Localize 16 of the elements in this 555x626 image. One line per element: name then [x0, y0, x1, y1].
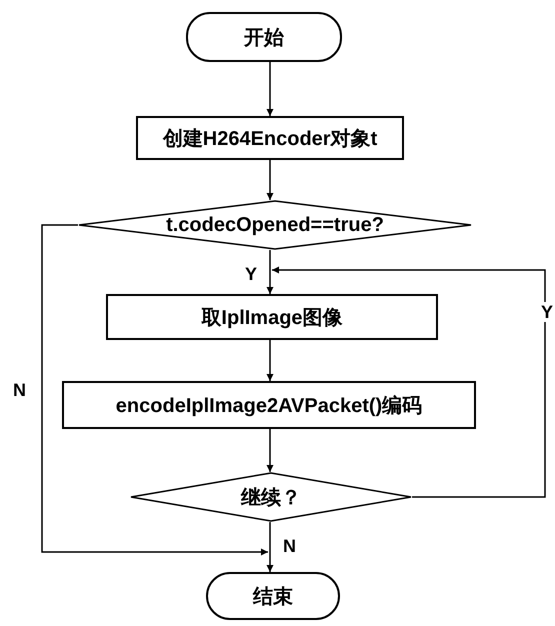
decision-diamond: 继续？	[130, 472, 412, 522]
arrow	[266, 522, 274, 572]
arrow	[266, 62, 274, 116]
terminal-box: 开始	[186, 12, 342, 62]
process-box: 创建H264Encoder对象t	[136, 116, 404, 160]
terminal-box: 结束	[206, 572, 340, 620]
arrow	[41, 224, 268, 556]
arrow	[266, 340, 274, 381]
process-box: encodeIplImage2AVPacket()编码	[62, 381, 476, 429]
process-box: 取IplImage图像	[106, 294, 438, 340]
arrow	[266, 429, 274, 472]
arrow	[272, 266, 546, 498]
decision-diamond: t.codecOpened==true?	[78, 200, 472, 250]
arrow	[266, 160, 274, 200]
edge-label: Y	[540, 302, 554, 322]
arrow	[266, 250, 274, 294]
